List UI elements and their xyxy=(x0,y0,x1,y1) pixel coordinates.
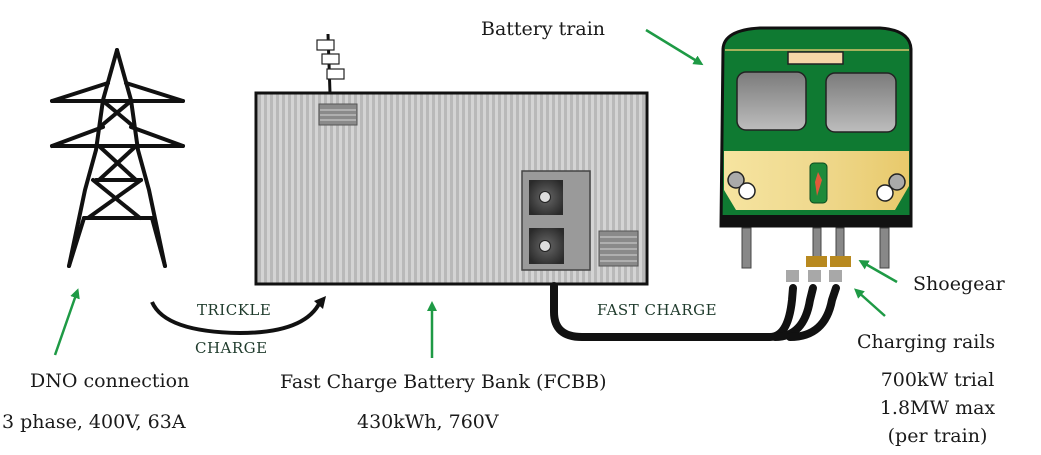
shoegear-icon xyxy=(806,256,851,267)
arrow-to-train xyxy=(645,28,704,66)
battery-bank-container xyxy=(254,91,649,286)
vent-bottom-icon xyxy=(598,230,639,267)
fcbb-title: Fast Charge Battery Bank (FCBB) xyxy=(280,371,607,393)
battery-train-label: Battery train xyxy=(481,18,606,40)
vent-top-icon xyxy=(318,103,358,126)
rails-spec-max: 1.8MW max xyxy=(879,397,996,419)
fast-charge-label: FAST CHARGE xyxy=(597,301,718,319)
rails-spec-trial: 700kW trial xyxy=(880,369,995,391)
fast-charge-cable xyxy=(550,282,840,341)
shoegear-label: Shoegear xyxy=(913,273,1005,295)
rails-spec-per-train: (per train) xyxy=(887,425,988,447)
fcbb-spec: 430kWh, 760V xyxy=(357,411,499,433)
trickle-label-line2: CHARGE xyxy=(195,339,268,357)
pointer-arrows xyxy=(53,28,898,358)
arrow-to-rails xyxy=(854,288,886,317)
battery-train-icon xyxy=(719,26,913,269)
arrow-to-shoegear xyxy=(858,260,898,284)
trickle-charge-arrow xyxy=(150,296,326,336)
dno-connection-title: DNO connection xyxy=(30,370,190,392)
trickle-label-line1: TRICKLE xyxy=(197,301,272,319)
pylon-icon xyxy=(50,48,185,268)
charging-rails-label: Charging rails xyxy=(857,331,996,353)
antenna-icon xyxy=(316,33,345,94)
charging-rails-icon xyxy=(786,270,842,282)
dno-connection-spec: 3 phase, 400V, 63A xyxy=(2,411,186,433)
inverter-unit-icon xyxy=(521,170,591,271)
arrow-to-pylon xyxy=(53,288,80,356)
